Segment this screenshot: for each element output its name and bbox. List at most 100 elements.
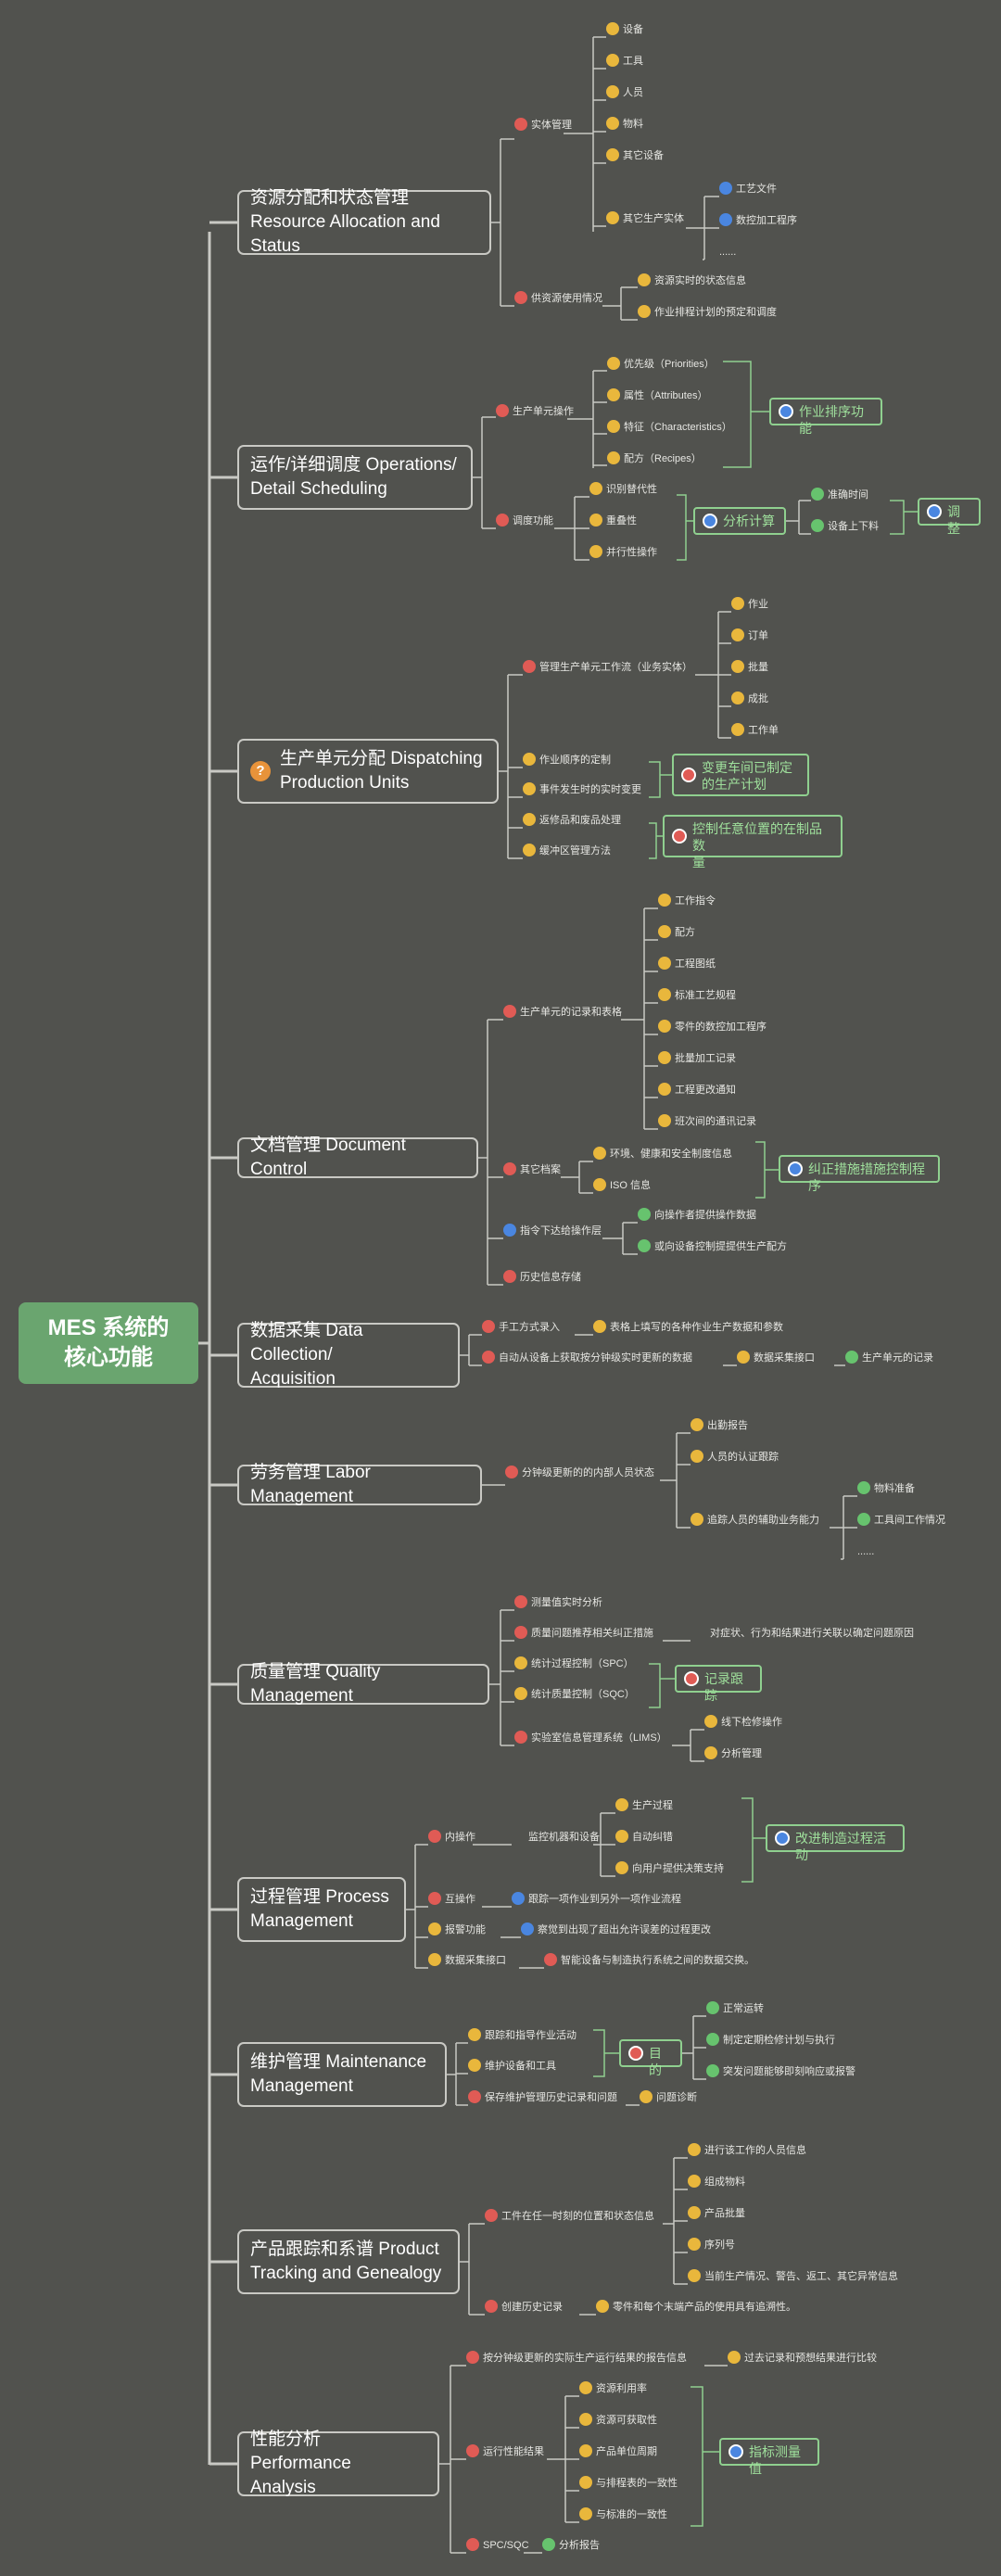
leaf-node[interactable]: 当前生产情况、警告、返工、其它异常信息 — [688, 2269, 898, 2283]
leaf-node[interactable]: 产品批量 — [688, 2206, 745, 2220]
leaf-node[interactable]: 生产单元的记录和表格 — [503, 1005, 622, 1019]
leaf-node[interactable]: 监控机器和设备 — [528, 1832, 600, 1843]
leaf-node[interactable]: 其它档案 — [503, 1162, 561, 1176]
leaf-node[interactable]: 零件和每个末端产品的使用具有追溯性。 — [596, 2300, 796, 2314]
leaf-node[interactable]: 订单 — [731, 628, 768, 642]
leaf-node[interactable]: 重叠性 — [589, 514, 637, 527]
highlight-box[interactable]: 纠正措施措施控制程序 — [779, 1155, 940, 1193]
leaf-node[interactable]: 内操作 — [428, 1830, 475, 1844]
leaf-node[interactable]: 与排程表的一致性 — [579, 2476, 678, 2490]
leaf-node[interactable]: 特征（Characteristics） — [607, 420, 732, 434]
leaf-node[interactable]: ...... — [857, 1546, 875, 1557]
leaf-node[interactable]: 保存维护管理历史记录和问题 — [468, 2090, 617, 2104]
leaf-node[interactable]: 作业顺序的定制 — [523, 753, 611, 767]
category-node[interactable]: 文档管理 Document Control — [237, 1136, 478, 1179]
leaf-node[interactable]: 向操作者提供操作数据 — [638, 1208, 756, 1222]
leaf-node[interactable]: 工具 — [606, 54, 643, 68]
leaf-node[interactable]: 生产单元操作 — [496, 404, 574, 418]
leaf-node[interactable]: 事件发生时的实时变更 — [523, 782, 641, 796]
leaf-node[interactable]: 追踪人员的辅助业务能力 — [691, 1513, 819, 1527]
leaf-node[interactable]: 标准工艺规程 — [658, 988, 736, 1002]
highlight-box[interactable]: 作业排序功能 — [769, 398, 882, 436]
leaf-node[interactable]: 或向设备控制提提供生产配方 — [638, 1239, 787, 1253]
leaf-node[interactable]: 跟踪一项作业到另外一项作业流程 — [512, 1892, 681, 1906]
leaf-node[interactable]: 突发问题能够即刻响应或报警 — [706, 2064, 855, 2078]
leaf-node[interactable]: 过去记录和预想结果进行比较 — [728, 2351, 877, 2365]
leaf-node[interactable]: 工程更改通知 — [658, 1083, 736, 1097]
leaf-node[interactable]: 作业 — [731, 597, 768, 611]
root-node[interactable]: MES 系统的 核心功能 — [19, 1302, 198, 1384]
highlight-box[interactable]: 目的 — [619, 2039, 682, 2077]
leaf-node[interactable]: 配方（Recipes） — [607, 451, 702, 465]
leaf-node[interactable]: 指令下达给操作层 — [503, 1224, 602, 1237]
leaf-node[interactable]: 班次间的通讯记录 — [658, 1114, 756, 1128]
leaf-node[interactable]: 工具间工作情况 — [857, 1513, 945, 1527]
category-node[interactable]: 质量管理 Quality Management — [237, 1662, 489, 1706]
leaf-node[interactable]: 调度功能 — [496, 514, 553, 527]
leaf-node[interactable]: 运行性能结果 — [466, 2444, 544, 2458]
leaf-node[interactable]: 分钟级更新的的内部人员状态 — [505, 1466, 654, 1479]
leaf-node[interactable]: 准确时间 — [811, 488, 868, 501]
leaf-node[interactable]: 序列号 — [688, 2238, 735, 2252]
leaf-node[interactable]: 人员的认证跟踪 — [691, 1450, 779, 1464]
highlight-box[interactable]: 指标测量值 — [719, 2438, 819, 2476]
leaf-node[interactable]: 与标准的一致性 — [579, 2507, 667, 2521]
leaf-node[interactable]: 统计过程控制（SPC） — [514, 1656, 634, 1670]
leaf-node[interactable]: 察觉到出现了超出允许误差的过程更改 — [521, 1922, 711, 1936]
leaf-node[interactable]: 环境、健康和安全制度信息 — [593, 1147, 732, 1161]
leaf-node[interactable]: 跟踪和指导作业活动 — [468, 2028, 577, 2042]
leaf-node[interactable]: 维护设备和工具 — [468, 2059, 556, 2073]
leaf-node[interactable]: 设备 — [606, 22, 643, 36]
leaf-node[interactable]: 分析报告 — [542, 2538, 600, 2552]
leaf-node[interactable]: 工件在任一时刻的位置和状态信息 — [485, 2209, 654, 2223]
highlight-box[interactable]: 改进制造过程活动 — [766, 1824, 905, 1862]
leaf-node[interactable]: 并行性操作 — [589, 545, 657, 559]
leaf-node[interactable]: 物料准备 — [857, 1481, 915, 1495]
leaf-node[interactable]: 生产过程 — [615, 1798, 673, 1812]
leaf-node[interactable]: 手工方式录入 — [482, 1320, 560, 1334]
leaf-node[interactable]: 返修品和废品处理 — [523, 813, 621, 827]
leaf-node[interactable]: 历史信息存储 — [503, 1270, 581, 1284]
category-node[interactable]: 劳务管理 Labor Management — [237, 1463, 482, 1506]
leaf-node[interactable]: 智能设备与制造执行系统之间的数据交换。 — [544, 1953, 754, 1967]
leaf-node[interactable]: 工作指令 — [658, 894, 716, 907]
leaf-node[interactable]: 工程图纸 — [658, 957, 716, 971]
category-node[interactable]: ?生产单元分配 Dispatching Production Units — [237, 739, 499, 804]
highlight-box[interactable]: 调整 — [918, 498, 981, 536]
leaf-node[interactable]: 正常运转 — [706, 2001, 764, 2015]
category-node[interactable]: 性能分析 Performance Analysis — [237, 2430, 439, 2497]
highlight-box[interactable]: 分析计算 — [693, 507, 786, 535]
leaf-node[interactable]: 线下检修操作 — [704, 1715, 782, 1729]
category-node[interactable]: 过程管理 Process Management — [237, 1877, 406, 1942]
highlight-box[interactable]: 记录跟踪 — [675, 1665, 762, 1703]
leaf-node[interactable]: 优先级（Priorities） — [607, 357, 715, 371]
leaf-node[interactable]: 按分钟级更新的实际生产运行结果的报告信息 — [466, 2351, 687, 2365]
highlight-box[interactable]: 变更车间已制定 的生产计划 — [672, 754, 809, 796]
leaf-node[interactable]: 批量 — [731, 660, 768, 674]
category-node[interactable]: 运作/详细调度 Operations/ Detail Scheduling — [237, 445, 473, 510]
leaf-node[interactable]: 向用户提供决策支持 — [615, 1861, 724, 1875]
leaf-node[interactable]: 其它生产实体 — [606, 211, 684, 225]
leaf-node[interactable]: 生产单元的记录 — [845, 1351, 933, 1364]
leaf-node[interactable]: 对症状、行为和结果进行关联以确定问题原因 — [710, 1628, 914, 1639]
leaf-node[interactable]: 零件的数控加工程序 — [658, 1020, 767, 1034]
leaf-node[interactable]: 互操作 — [428, 1892, 475, 1906]
category-node[interactable]: 数据采集 Data Collection/ Acquisition — [237, 1321, 460, 1389]
leaf-node[interactable]: ...... — [719, 247, 737, 258]
leaf-node[interactable]: ISO 信息 — [593, 1178, 651, 1192]
leaf-node[interactable]: 工艺文件 — [719, 182, 777, 196]
leaf-node[interactable]: 实验室信息管理系统（LIMS） — [514, 1731, 667, 1745]
leaf-node[interactable]: 作业排程计划的预定和调度 — [638, 305, 777, 319]
leaf-node[interactable]: 创建历史记录 — [485, 2300, 563, 2314]
leaf-node[interactable]: 统计质量控制（SQC） — [514, 1687, 635, 1701]
leaf-node[interactable]: 数据采集接口 — [737, 1351, 815, 1364]
leaf-node[interactable]: 报警功能 — [428, 1922, 486, 1936]
leaf-node[interactable]: 管理生产单元工作流（业务实体） — [523, 660, 692, 674]
leaf-node[interactable]: 产品单位周期 — [579, 2444, 657, 2458]
leaf-node[interactable]: 设备上下料 — [811, 519, 879, 533]
leaf-node[interactable]: 资源利用率 — [579, 2381, 647, 2395]
leaf-node[interactable]: 进行该工作的人员信息 — [688, 2143, 806, 2157]
leaf-node[interactable]: 表格上填写的各种作业生产数据和参数 — [593, 1320, 783, 1334]
leaf-node[interactable]: 数据采集接口 — [428, 1953, 506, 1967]
leaf-node[interactable]: 配方 — [658, 925, 695, 939]
